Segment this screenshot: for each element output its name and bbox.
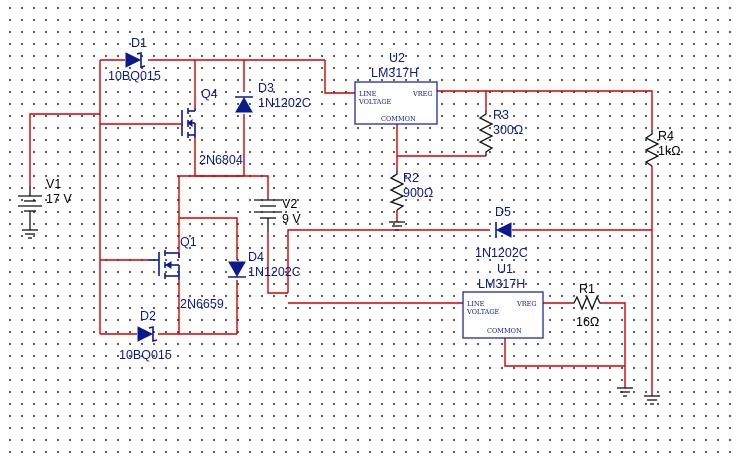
battery-v1[interactable]: V1 17 V <box>18 177 72 222</box>
u1-pin-common: COMMON <box>487 327 522 335</box>
d1-ref: D1 <box>131 36 147 50</box>
v2-value: 9 V <box>282 212 301 226</box>
regulator-u1[interactable]: LINE VOLTAGE VREG COMMON U1 LM317H <box>462 262 544 339</box>
u1-pin-voltage: VOLTAGE <box>466 308 500 316</box>
mosfet-q1[interactable]: Q1 2N6659 <box>148 235 224 311</box>
u2-pin-voltage: VOLTAGE <box>358 98 392 106</box>
ground-icon-r4 <box>644 395 660 405</box>
u1-pin-line: LINE <box>467 300 485 308</box>
d4-part: 1N1202C <box>248 265 301 279</box>
u2-pin-vreg: VREG <box>412 90 433 98</box>
mosfet-q4[interactable]: Q4 2N6804 <box>100 87 243 167</box>
r3-ref: R3 <box>493 108 509 122</box>
r1-ref: R1 <box>579 282 595 296</box>
resistor-r1[interactable]: R1 16Ω <box>570 282 602 329</box>
q4-ref: Q4 <box>201 87 218 101</box>
diode-d3[interactable]: D3 1N1202C <box>235 81 311 113</box>
d3-part: 1N1202C <box>258 96 311 110</box>
q4-part: 2N6804 <box>199 153 243 167</box>
regulator-u2[interactable]: LINE VOLTAGE VREG COMMON U2 LM317H <box>354 51 438 125</box>
resistor-r3[interactable]: R3 300Ω <box>478 108 523 156</box>
resistor-r2[interactable]: R2 900Ω <box>389 170 433 211</box>
r2-value: 900Ω <box>403 186 433 200</box>
wires <box>29 59 653 396</box>
diode-d5[interactable]: D5 1N1202C <box>475 205 528 260</box>
d2-part: 10BQ015 <box>119 348 172 362</box>
u1-pin-vreg: VREG <box>516 300 537 308</box>
r2-ref: R2 <box>403 171 419 185</box>
ground-icon-r2 <box>389 221 405 231</box>
diode-d4[interactable]: D4 1N1202C <box>228 250 301 279</box>
diode-d2[interactable]: D2 10BQ015 <box>119 309 172 362</box>
u2-ref: U2 <box>389 51 405 65</box>
r4-value: 1kΩ <box>658 144 681 158</box>
r4-ref: R4 <box>658 129 674 143</box>
diode-d1[interactable]: D1 10BQ015 <box>108 36 161 83</box>
battery-v2[interactable]: V2 9 V <box>254 197 301 232</box>
v2-ref: V2 <box>282 197 297 211</box>
u1-ref: U1 <box>497 262 513 276</box>
u2-part: LM317H <box>371 66 418 80</box>
u1-part: LM317H <box>478 277 525 291</box>
q1-ref: Q1 <box>180 235 197 249</box>
d5-part: 1N1202C <box>475 246 528 260</box>
d3-ref: D3 <box>258 81 274 95</box>
ground-icon-v1 <box>22 222 38 239</box>
ground-icon-r1 <box>617 387 633 397</box>
v1-value: 17 V <box>46 192 72 206</box>
u2-pin-common: COMMON <box>381 115 416 123</box>
q1-part: 2N6659 <box>180 297 224 311</box>
resistor-r4[interactable]: R4 1kΩ <box>644 129 681 167</box>
ground-symbols <box>22 221 660 405</box>
r1-value: 16Ω <box>576 315 599 329</box>
d5-ref: D5 <box>495 205 511 219</box>
d1-part: 10BQ015 <box>108 69 161 83</box>
v1-ref: V1 <box>46 177 61 191</box>
d2-ref: D2 <box>140 309 156 323</box>
r3-value: 300Ω <box>493 123 523 137</box>
d4-ref: D4 <box>248 250 264 264</box>
u2-pin-line: LINE <box>359 90 377 98</box>
